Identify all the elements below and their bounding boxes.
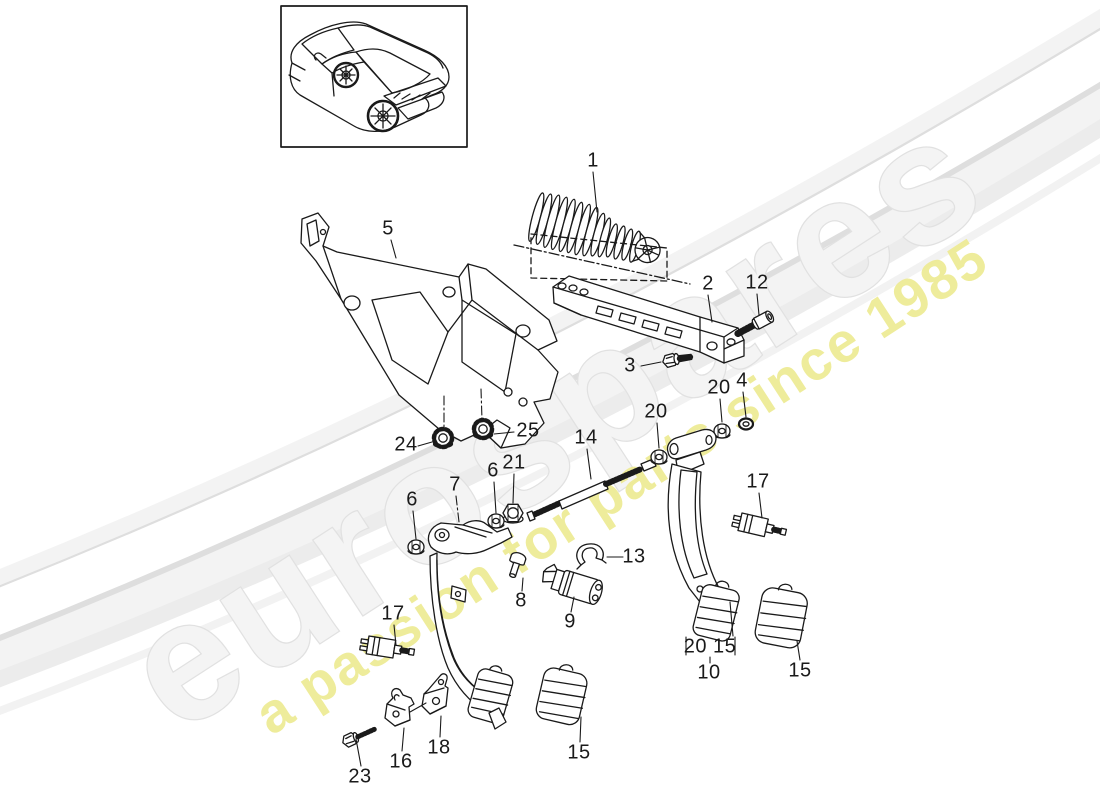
part-label-9: 9 — [564, 610, 576, 633]
centerline-leaders — [443, 388, 483, 523]
part-label-1: 1 — [587, 149, 599, 172]
part-label-21: 21 — [502, 451, 526, 474]
part-label-4: 4 — [736, 369, 748, 392]
part-label-13: 13 — [622, 545, 646, 568]
part-24-nut-drawing — [431, 426, 455, 450]
part-13-clip-drawing — [576, 543, 607, 570]
part-7-clutch-pedal-drawing — [427, 520, 514, 730]
part-2-rail-drawing — [552, 275, 745, 364]
part-label-2: 2 — [702, 272, 714, 295]
part-17-switch-left-drawing — [359, 635, 416, 659]
part-20-clip-mid-drawing — [650, 449, 668, 465]
part-9-cylinder-drawing — [541, 563, 603, 606]
part-label-14: 14 — [574, 426, 598, 449]
part-6-clip-left-drawing — [407, 539, 425, 555]
part-label-20-upper: 20 — [707, 376, 731, 399]
part-label-15-right: 15 — [788, 659, 812, 682]
part-label-8: 8 — [515, 589, 527, 612]
part-label-7: 7 — [449, 473, 461, 496]
part-label-15-center: 15 — [567, 741, 591, 764]
part-label-12: 12 — [745, 271, 769, 294]
part-14-rod-drawing — [526, 458, 657, 522]
part-label-20-mid: 20 — [644, 400, 668, 423]
part-15-pad-right-drawing — [754, 583, 808, 649]
car-thumbnail — [280, 5, 468, 148]
part-label-3: 3 — [624, 354, 636, 377]
part-label-5: 5 — [382, 217, 394, 240]
part-17-switch-right-drawing — [731, 512, 788, 538]
part-label-6-left: 6 — [406, 488, 418, 511]
part-8-bolt-drawing — [509, 551, 527, 578]
part-18-bracket-drawing — [421, 673, 449, 715]
part-25-nut-drawing — [471, 417, 495, 441]
part-label-23: 23 — [348, 765, 372, 788]
part-label-17-left: 17 — [381, 602, 405, 625]
part-15-pad-center-drawing — [535, 664, 588, 726]
part-label-20-15-group: 20 15 — [683, 635, 737, 658]
leader-lines — [355, 171, 801, 767]
part-1-boot-drawing — [528, 192, 661, 264]
part-label-17-right: 17 — [746, 470, 770, 493]
part-12-bolt-drawing — [734, 310, 775, 338]
part-3-bolt-drawing — [662, 352, 694, 368]
part-label-16: 16 — [389, 750, 413, 773]
part-5-bracket-drawing — [300, 212, 559, 449]
part-label-25: 25 — [516, 419, 540, 442]
assembly-plane-dashed — [513, 233, 691, 285]
part-label-10: 10 — [697, 661, 721, 684]
part-16-bracket-drawing — [384, 687, 415, 727]
part-label-24: 24 — [394, 433, 418, 456]
part-label-18: 18 — [427, 736, 451, 759]
part-10-brake-pedal-drawing — [666, 428, 740, 642]
part-4-washer-drawing — [737, 417, 755, 431]
part-23-bolt-drawing — [342, 726, 377, 748]
part-label-6-right: 6 — [487, 459, 499, 482]
